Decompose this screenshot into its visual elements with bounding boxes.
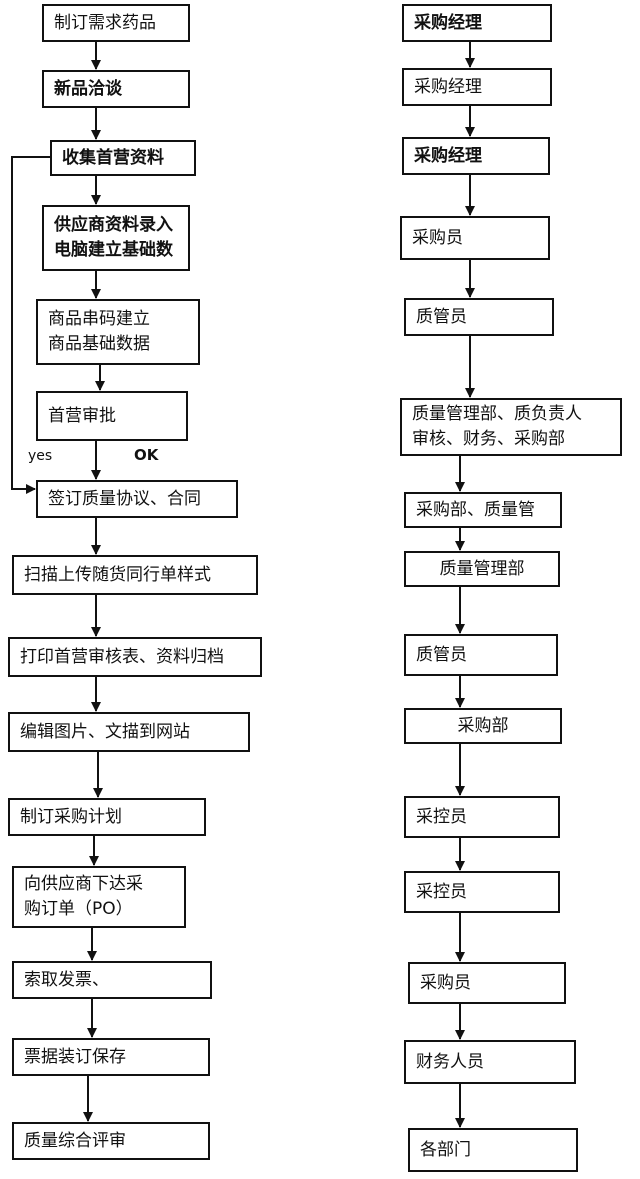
left-step-box-1: 制订需求药品 [42,4,190,42]
right-step-box-8: 质量管理部 [404,551,560,587]
left-step-box-11: 制订采购计划 [8,798,206,836]
left-step-box-2: 新品洽谈 [42,70,190,108]
left-step-text: 索取发票、 [24,969,109,990]
right-step-box-9: 质管员 [404,634,558,676]
left-step-box-13: 索取发票、 [12,961,212,999]
right-step-text: 审核、财务、采购部 [412,429,565,449]
left-step-text: 新品洽谈 [54,78,122,99]
left-step-box-12: 向供应商下达采购订单（PO） [12,866,186,928]
ok-label: OK [134,446,159,464]
right-step-box-6: 质量管理部、质负责人审核、财务、采购部 [400,398,622,456]
right-step-box-4: 采购员 [400,216,550,260]
yes-loop-connector [11,156,50,494]
left-step-text: 制订采购计划 [20,806,122,827]
left-step-box-15: 质量综合评审 [12,1122,210,1160]
right-step-text: 采购员 [420,972,471,993]
left-step-box-5: 商品串码建立商品基础数据 [36,299,200,365]
right-step-text: 采购经理 [414,12,482,33]
left-step-text: 制订需求药品 [54,12,156,33]
left-step-box-10: 编辑图片、文描到网站 [8,712,250,752]
right-step-text: 各部门 [420,1139,471,1160]
right-step-text: 质管员 [416,644,467,665]
right-step-box-2: 采购经理 [402,68,552,106]
left-step-text: 商品串码建立 [48,309,150,329]
right-step-box-15: 各部门 [408,1128,578,1172]
left-step-text: 向供应商下达采 [24,874,143,894]
right-step-text: 质管员 [416,306,467,327]
left-step-box-7: 签订质量协议、合同 [36,480,238,518]
right-step-box-3: 采购经理 [402,137,550,175]
right-step-box-11: 采控员 [404,796,560,838]
left-step-box-9: 打印首营审核表、资料归档 [8,637,262,677]
yes-label: yes [28,448,53,464]
left-step-text: 首营审批 [48,405,116,426]
right-step-text: 采购部、质量管 [416,499,535,520]
left-step-text: 供应商资料录入 [54,215,173,235]
left-step-text: 编辑图片、文描到网站 [20,721,190,742]
right-step-text: 质量管理部、质负责人 [412,404,582,424]
left-step-text: 电脑建立基础数 [54,240,173,260]
left-step-box-14: 票据装订保存 [12,1038,210,1076]
left-step-text: 收集首营资料 [62,147,164,168]
left-step-box-3: 收集首营资料 [50,140,196,176]
right-step-text: 采控员 [416,881,467,902]
right-step-text: 采购员 [412,227,463,248]
right-step-box-12: 采控员 [404,871,560,913]
left-step-box-6: 首营审批 [36,391,188,441]
left-step-text: 质量综合评审 [24,1130,126,1151]
right-step-box-7: 采购部、质量管 [404,492,562,528]
right-step-text: 采购经理 [414,76,482,97]
right-step-box-5: 质管员 [404,298,554,336]
right-step-text: 采购经理 [414,145,482,166]
left-step-box-8: 扫描上传随货同行单样式 [12,555,258,595]
right-step-text: 财务人员 [416,1051,484,1072]
left-step-text: 扫描上传随货同行单样式 [24,564,211,585]
right-step-box-14: 财务人员 [404,1040,576,1084]
right-step-box-13: 采购员 [408,962,566,1004]
right-step-box-1: 采购经理 [402,4,552,42]
left-step-text: 票据装订保存 [24,1046,126,1067]
right-step-text: 采购部 [457,715,509,736]
right-step-box-10: 采购部 [404,708,562,744]
left-step-text: 购订单（PO） [24,899,133,919]
left-step-text: 签订质量协议、合同 [48,488,201,509]
right-step-text: 质量管理部 [439,558,525,579]
left-step-box-4: 供应商资料录入电脑建立基础数 [42,205,190,271]
left-step-text: 打印首营审核表、资料归档 [20,646,224,667]
right-step-text: 采控员 [416,806,467,827]
left-step-text: 商品基础数据 [48,334,150,354]
